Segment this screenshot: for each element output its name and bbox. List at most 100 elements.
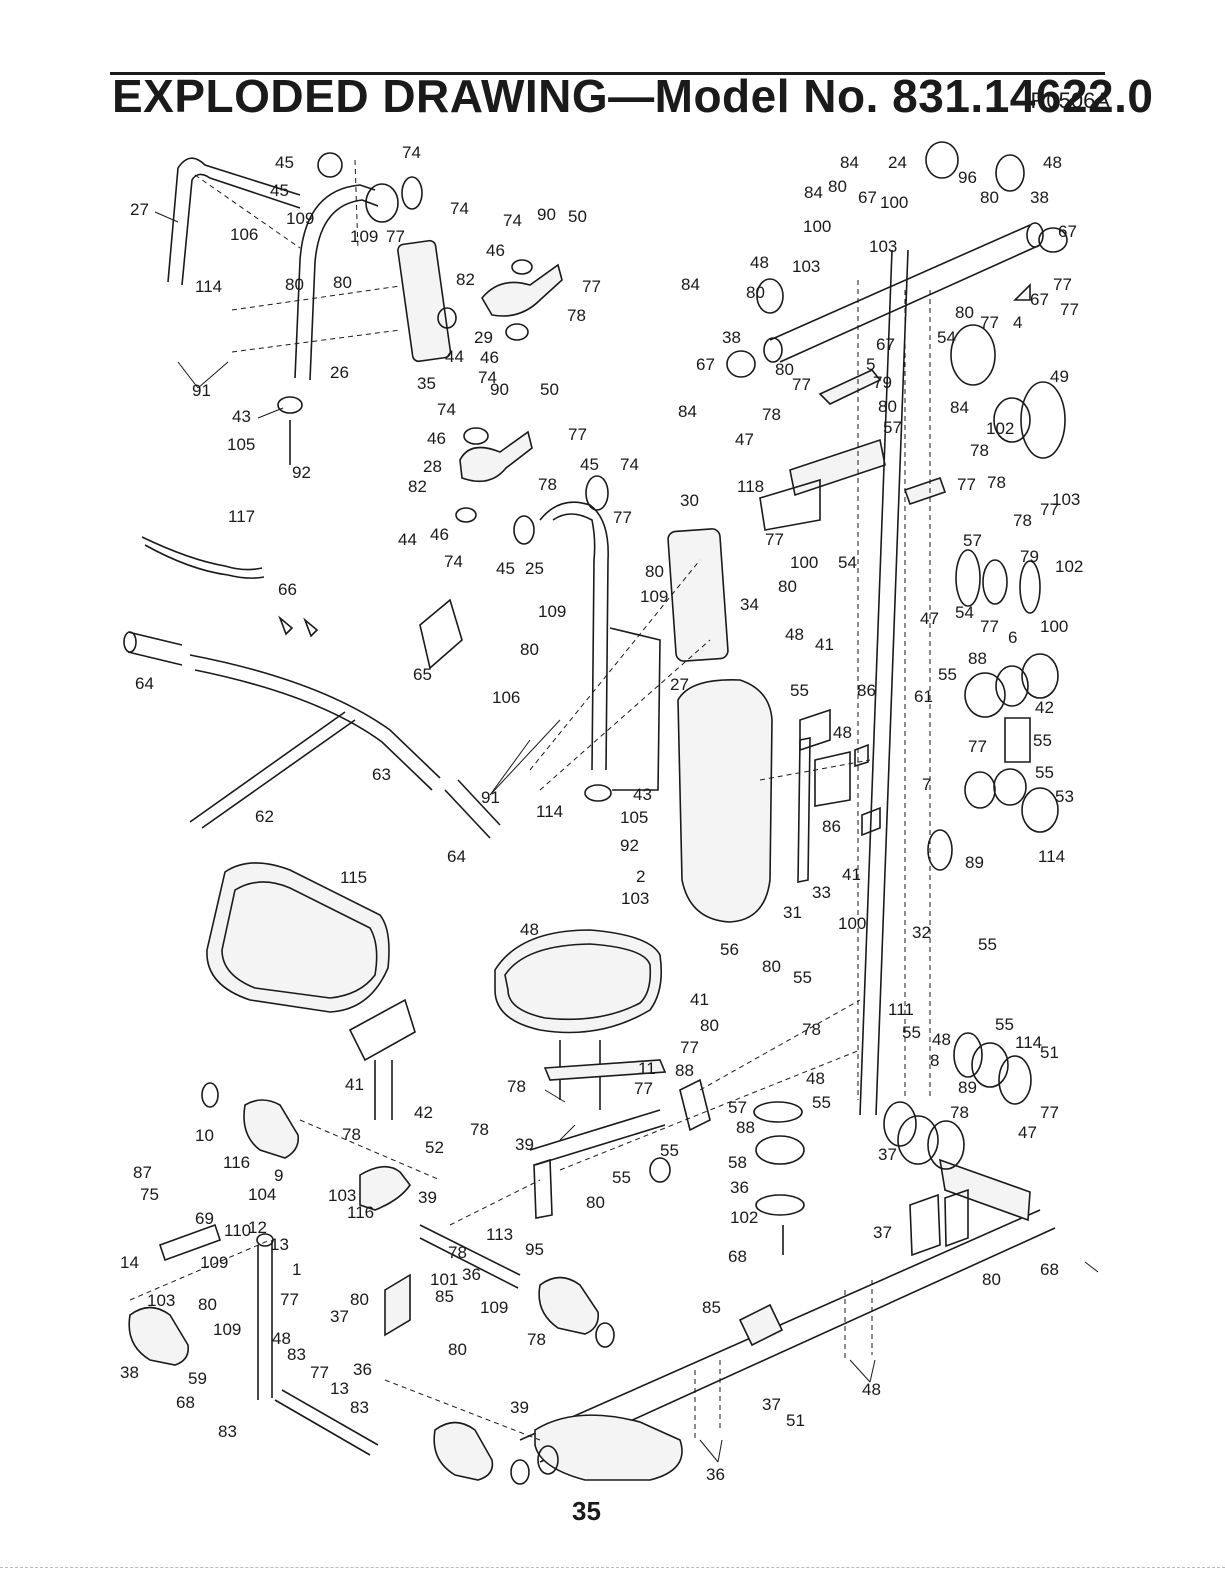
callout: 54: [838, 553, 857, 572]
callout: 2: [636, 867, 645, 886]
callout: 86: [822, 817, 841, 836]
callout: 11: [638, 1059, 656, 1078]
callout: 41: [842, 865, 861, 884]
callout: 74: [450, 199, 469, 218]
callout: 77: [957, 475, 976, 494]
callout: 29: [474, 328, 493, 347]
callout: 78: [762, 405, 781, 424]
callout: 68: [1040, 1260, 1059, 1279]
callout: 88: [736, 1118, 755, 1137]
callout: 80: [775, 360, 794, 379]
callout: 37: [762, 1395, 781, 1414]
callout: 64: [447, 847, 466, 866]
callout: 68: [728, 1247, 747, 1266]
callout: 113: [486, 1225, 513, 1244]
callout: 42: [414, 1103, 433, 1122]
callout: 80: [955, 303, 974, 322]
callout: 48: [520, 920, 539, 939]
callout: 102: [1055, 557, 1083, 576]
callout: 37: [878, 1145, 897, 1164]
callout: 77: [980, 313, 999, 332]
callout: 80: [778, 577, 797, 596]
callout: 57: [963, 531, 982, 550]
callout: 103: [1052, 490, 1080, 509]
callout: 7: [922, 775, 931, 794]
callout: 74: [620, 455, 639, 474]
callout: 48: [932, 1030, 951, 1049]
callout: 57: [883, 418, 902, 437]
callout: 41: [815, 635, 834, 654]
callout: 45: [496, 559, 515, 578]
callout: 67: [1030, 290, 1049, 309]
callout: 90: [490, 380, 509, 399]
callout: 78: [1013, 511, 1032, 530]
callout: 75: [140, 1185, 159, 1204]
callout: 48: [862, 1380, 881, 1399]
callout: 83: [350, 1398, 369, 1417]
leg-lever-assembly: [128, 1082, 615, 1485]
callout: 30: [680, 491, 699, 510]
callout: 65: [413, 665, 432, 684]
callout: 57: [728, 1098, 747, 1117]
callout: 82: [456, 270, 475, 289]
callout: 106: [230, 225, 258, 244]
callout: 55: [660, 1141, 679, 1160]
callout: 55: [995, 1015, 1014, 1034]
callout: 13: [270, 1235, 289, 1254]
callout: 77: [1040, 500, 1059, 519]
base-frame: [384, 1158, 1056, 1481]
callout: 77: [1053, 275, 1072, 294]
callout: 51: [786, 1411, 805, 1430]
callout: 59: [188, 1369, 207, 1388]
callout: 114: [1038, 847, 1065, 866]
callout: 25: [525, 559, 544, 578]
callout: 83: [287, 1345, 306, 1364]
callout: 78: [987, 473, 1006, 492]
callout: 77: [310, 1363, 329, 1382]
callout: 36: [706, 1465, 725, 1484]
callout: 12: [248, 1218, 267, 1237]
callout: 52: [425, 1138, 444, 1157]
callout: 74: [437, 400, 456, 419]
callout: 49: [1050, 367, 1069, 386]
callout: 50: [568, 207, 587, 226]
callout: 78: [342, 1125, 361, 1144]
callout: 44: [445, 347, 464, 366]
callout: 8: [930, 1051, 939, 1070]
callout: 117: [228, 507, 255, 526]
upper-frame: [726, 141, 1068, 1116]
callout: 78: [448, 1243, 467, 1262]
callout: 48: [272, 1329, 291, 1348]
callout: 48: [750, 253, 769, 272]
callout: 100: [790, 553, 818, 572]
callout: 80: [350, 1290, 369, 1309]
callout: 109: [286, 209, 314, 228]
callout: 77: [968, 737, 987, 756]
callout: 78: [538, 475, 557, 494]
callout: 74: [503, 211, 522, 230]
header-rule: [110, 72, 1105, 75]
callout: 47: [920, 609, 939, 628]
callout: 48: [833, 723, 852, 742]
callout: 92: [620, 836, 639, 855]
callout: 47: [1018, 1123, 1037, 1142]
callout: 77: [980, 617, 999, 636]
callout: 103: [869, 237, 897, 256]
callout: 64: [135, 674, 154, 693]
callout: 67: [876, 335, 895, 354]
callout: 55: [1033, 731, 1052, 750]
callout: 96: [958, 168, 977, 187]
callout: 115: [340, 868, 367, 887]
callout: 118: [737, 477, 764, 496]
callout: 103: [328, 1186, 356, 1205]
callout: 35: [417, 374, 436, 393]
callout: 63: [372, 765, 391, 784]
callout: 109: [480, 1298, 508, 1317]
callout: 92: [292, 463, 311, 482]
callout: 45: [275, 153, 294, 172]
callout: 67: [858, 188, 877, 207]
callout: 55: [793, 968, 812, 987]
callout: 109: [350, 227, 378, 246]
callout: 47: [735, 430, 754, 449]
callout: 87: [133, 1163, 152, 1182]
